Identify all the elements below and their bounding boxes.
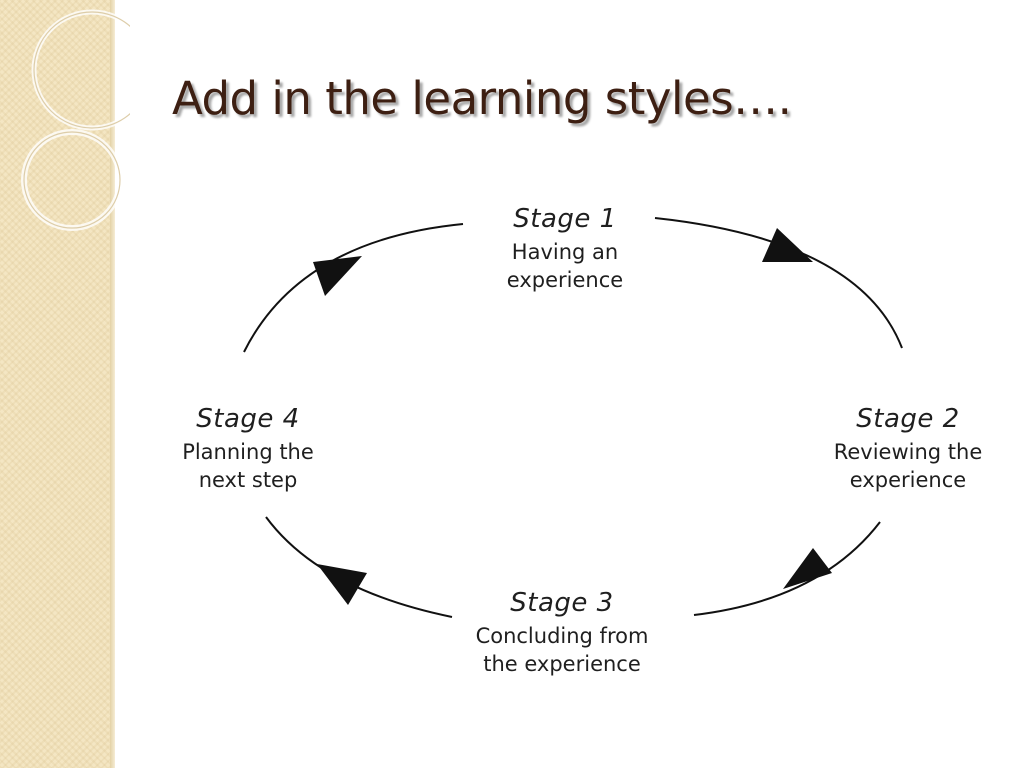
stage-4-text-line-2: next step: [198, 468, 298, 492]
arrowhead-2: [783, 548, 832, 589]
stage-2-label: Stage 2: [856, 404, 960, 434]
stage-1-text-line-1: Having an: [511, 240, 619, 264]
stage-3: Stage 3 Concluding from the experience: [455, 588, 669, 678]
stage-2-text-line-2: experience: [849, 468, 967, 492]
stage-1-text-line-2: experience: [506, 268, 624, 292]
arrowhead-3: [317, 564, 367, 605]
stage-2: Stage 2 Reviewing the experience: [810, 404, 1006, 494]
stage-1: Stage 1 Having an experience: [480, 204, 650, 294]
arc-stage4-to-stage1: [243, 223, 464, 353]
stage-2-text-line-1: Reviewing the: [833, 440, 983, 464]
arc-stage1-to-stage2: [654, 217, 903, 349]
stage-1-label: Stage 1: [513, 204, 617, 234]
arrowhead-4: [313, 256, 362, 296]
decorative-circles: [21, 9, 130, 231]
arrowhead-1: [762, 228, 813, 262]
arc-stage2-to-stage3: [693, 521, 881, 616]
stage-4-label: Stage 4: [196, 404, 300, 434]
stage-3-text-line-2: the experience: [483, 652, 641, 676]
stage-3-label: Stage 3: [510, 588, 614, 618]
slide-title: Add in the learning styles….: [172, 72, 792, 125]
arc-stage3-to-stage4: [265, 516, 453, 618]
stage-3-text-line-1: Concluding from: [475, 624, 649, 648]
stage-4: Stage 4 Planning the next step: [160, 404, 336, 494]
stage-4-text-line-1: Planning the: [182, 440, 314, 464]
sidebar-edge: [110, 0, 115, 768]
